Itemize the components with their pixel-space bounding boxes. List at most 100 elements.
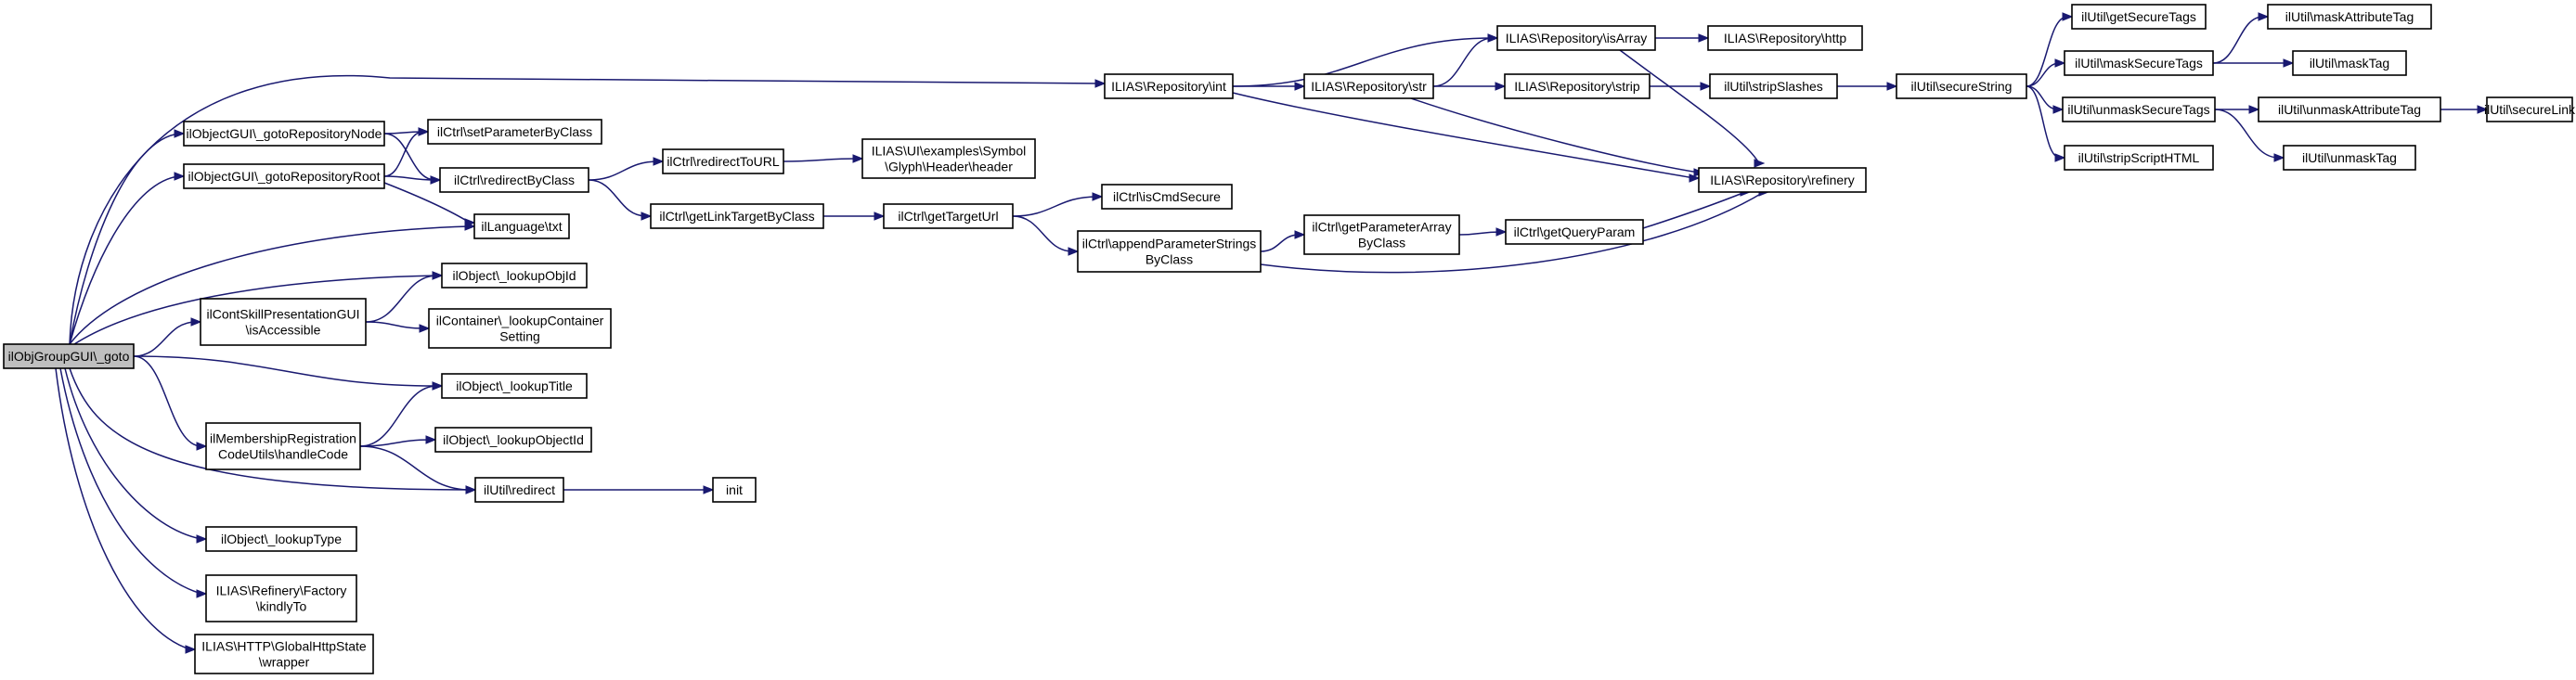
- node-mask-attribute-tag[interactable]: ilUtil\maskAttributeTag: [2267, 4, 2432, 30]
- edge-unmask-secure-tags-to-unmask-tag: [2214, 109, 2285, 162]
- edge-redirect-by-class-to-redirect-to-url: [588, 157, 665, 181]
- edge-secure-string-to-unmask-secure-tags: [2026, 85, 2065, 114]
- node-is-array[interactable]: ILIAS\Repository\isArray: [1496, 25, 1656, 51]
- edge-is-array-to-refinery: [1619, 49, 1766, 168]
- node-label: ilUtil\maskTag: [2310, 56, 2389, 71]
- node-glyph[interactable]: ILIAS\UI\examples\Symbol\Glyph\Header\he…: [861, 138, 1036, 179]
- edge-str-to-is-array: [1432, 33, 1499, 87]
- edge-redirect-to-url-to-glyph: [783, 154, 864, 163]
- edge-link-target-to-target-url: [823, 212, 886, 221]
- node-label: ilCtrl\getQueryParam: [1514, 225, 1636, 239]
- node-handle-code[interactable]: ilMembershipRegistrationCodeUtils\handle…: [205, 422, 361, 470]
- node-label: ILIAS\Repository\int: [1111, 79, 1226, 94]
- node-cmd-secure[interactable]: ilCtrl\isCmdSecure: [1101, 184, 1233, 210]
- node-wrapper[interactable]: ILIAS\HTTP\GlobalHttpState\wrapper: [194, 634, 374, 674]
- edge-strip-slashes-to-secure-string: [1837, 82, 1898, 91]
- node-unmask-attribute-tag[interactable]: ilUtil\unmaskAttributeTag: [2258, 96, 2441, 122]
- node-lookup-type[interactable]: ilObject\_lookupType: [205, 526, 357, 552]
- node-mask-tag[interactable]: ilUtil\maskTag: [2292, 50, 2407, 76]
- edge-layer: [55, 12, 2489, 654]
- node-label: Setting: [499, 329, 540, 344]
- node-label: ilUtil\unmaskTag: [2302, 150, 2397, 165]
- node-secure-link[interactable]: ilUtil\secureLink: [2484, 96, 2576, 122]
- node-redirect-to-url[interactable]: ilCtrl\redirectToURL: [662, 148, 784, 174]
- node-goto-root[interactable]: ilObjectGUI\_gotoRepositoryRoot: [183, 163, 385, 189]
- node-label: ilUtil\redirect: [484, 482, 555, 497]
- node-label: ilCtrl\redirectToURL: [667, 154, 780, 169]
- node-target-url[interactable]: ilCtrl\getTargetUrl: [883, 203, 1014, 229]
- node-label: ilUtil\maskAttributeTag: [2285, 9, 2414, 24]
- node-label: ilObjectGUI\_gotoRepositoryNode: [187, 126, 382, 141]
- edge-redirect-to-init: [563, 485, 715, 494]
- edge-goto-root-to-set-param: [383, 127, 430, 177]
- edge-goto-to-skill-access: [133, 317, 202, 357]
- edge-goto-root-to-redirect-by-class: [383, 175, 442, 185]
- node-label: ilObject\_lookupType: [221, 532, 342, 546]
- edge-param-array-to-query-param: [1458, 227, 1508, 237]
- node-kindly-to[interactable]: ILIAS\Refinery\Factory\kindlyTo: [205, 574, 357, 622]
- node-set-param[interactable]: ilCtrl\setParameterByClass: [427, 119, 602, 145]
- node-goto-node[interactable]: ilObjectGUI\_gotoRepositoryNode: [183, 121, 385, 147]
- node-query-param[interactable]: ilCtrl\getQueryParam: [1505, 219, 1644, 245]
- edge-append-params-to-param-array: [1260, 230, 1306, 252]
- node-redirect-by-class[interactable]: ilCtrl\redirectByClass: [439, 167, 589, 193]
- edge-mask-secure-tags-to-mask-attribute-tag: [2212, 12, 2270, 64]
- node-label: ILIAS\Repository\refinery: [1710, 173, 1855, 187]
- node-lookup-title[interactable]: ilObject\_lookupTitle: [441, 373, 588, 399]
- node-label: ilObject\_lookupObjectId: [443, 432, 584, 447]
- node-redirect[interactable]: ilUtil\redirect: [474, 477, 564, 503]
- node-int[interactable]: ILIAS\Repository\int: [1104, 73, 1234, 99]
- edge-secure-string-to-strip-script-html: [2026, 85, 2066, 162]
- node-label: ilCtrl\getLinkTargetByClass: [659, 209, 814, 224]
- node-strip[interactable]: ILIAS\Repository\strip: [1504, 73, 1650, 99]
- node-label: CodeUtils\handleCode: [218, 447, 348, 462]
- node-http[interactable]: ILIAS\Repository\http: [1707, 25, 1863, 51]
- edge-goto-root-to-txt: [383, 182, 476, 227]
- node-secure-string[interactable]: ilUtil\secureString: [1896, 73, 2027, 99]
- node-label: ilUtil\getSecureTags: [2081, 9, 2196, 24]
- node-label: \isAccessible: [246, 323, 321, 338]
- edge-goto-to-handle-code: [133, 355, 208, 451]
- node-unmask-secure-tags[interactable]: ilUtil\unmaskSecureTags: [2062, 96, 2216, 122]
- edge-goto-to-lookup-title: [133, 355, 444, 391]
- node-label: ILIAS\UI\examples\Symbol: [872, 144, 1027, 159]
- node-label: ByClass: [1146, 252, 1193, 267]
- node-label: ilMembershipRegistration: [210, 431, 356, 446]
- edge-goto-to-kindly-to: [59, 367, 208, 598]
- node-label: \wrapper: [259, 655, 310, 670]
- node-skill-access[interactable]: ilContSkillPresentationGUI\isAccessible: [200, 298, 367, 346]
- node-mask-secure-tags[interactable]: ilUtil\maskSecureTags: [2064, 50, 2214, 76]
- node-label: ilObjGroupGUI\_goto: [8, 349, 130, 364]
- node-label: \Glyph\Header\header: [885, 160, 1013, 174]
- node-label: ILIAS\Repository\http: [1724, 31, 1847, 45]
- node-strip-slashes[interactable]: ilUtil\stripSlashes: [1709, 73, 1838, 99]
- node-link-target[interactable]: ilCtrl\getLinkTargetByClass: [650, 203, 824, 229]
- edge-skill-access-to-lookup-obj-id: [365, 271, 444, 323]
- node-lookup-object-id[interactable]: ilObject\_lookupObjectId: [434, 427, 592, 453]
- node-label: ilObject\_lookupObjId: [452, 268, 576, 283]
- node-refinery[interactable]: ILIAS\Repository\refinery: [1698, 167, 1867, 193]
- node-unmask-tag[interactable]: ilUtil\unmaskTag: [2283, 145, 2416, 171]
- node-label: ilUtil\stripSlashes: [1724, 79, 1823, 94]
- edge-str-to-strip: [1433, 82, 1507, 91]
- node-label: ilContainer\_lookupContainer: [436, 314, 604, 328]
- node-str[interactable]: ILIAS\Repository\str: [1303, 73, 1434, 99]
- node-label: ilCtrl\setParameterByClass: [437, 124, 592, 139]
- edge-target-url-to-cmd-secure: [1012, 192, 1104, 217]
- node-get-secure-tags[interactable]: ilUtil\getSecureTags: [2071, 4, 2207, 30]
- node-label: ILIAS\Repository\isArray: [1506, 31, 1648, 45]
- node-init[interactable]: init: [712, 477, 757, 503]
- node-label: ilUtil\maskSecureTags: [2075, 56, 2203, 71]
- node-goto: ilObjGroupGUI\_goto: [3, 343, 135, 369]
- node-label: ilObject\_lookupTitle: [456, 378, 573, 393]
- node-label: ilCtrl\getTargetUrl: [898, 209, 998, 224]
- node-lookup-obj-id[interactable]: ilObject\_lookupObjId: [441, 263, 588, 289]
- node-txt[interactable]: ilLanguage\txt: [473, 213, 570, 239]
- node-label: init: [726, 482, 743, 497]
- node-strip-script-html[interactable]: ilUtil\stripScriptHTML: [2064, 145, 2214, 171]
- node-label: ilCtrl\redirectByClass: [454, 173, 575, 187]
